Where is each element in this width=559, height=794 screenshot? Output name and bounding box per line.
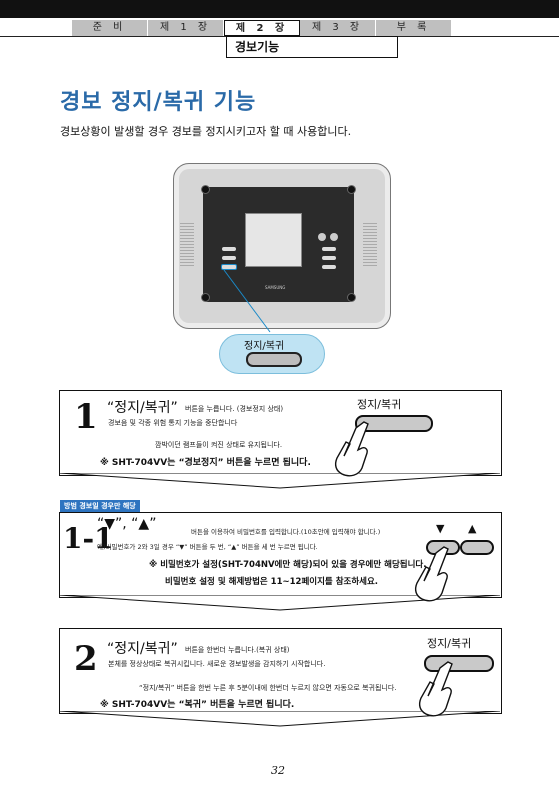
device-round-button [330, 233, 338, 241]
step-2-line1: 버튼을 한번더 누릅니다.(복귀 상태) [185, 646, 290, 654]
step-1-button-label: 정지/복귀 [357, 398, 402, 411]
step-1-note: ※ SHT-704VV는 “경보정지” 버튼을 누르면 됩니다. [100, 458, 311, 468]
down-arrow-label: ▼ [436, 522, 445, 535]
screw-icon [201, 185, 210, 194]
step-1-line2: 경보음 및 각종 위험 통지 기능을 중단합니다 [108, 419, 238, 427]
step-1-box [59, 390, 502, 476]
tab-chapter-2[interactable]: 제 2 장 [224, 20, 300, 36]
up-arrow-label: ▲ [468, 522, 477, 535]
callout-label: 정지/복귀 [244, 341, 285, 352]
step-1-1-line1: 버튼을 이용하여 비밀번호를 입력합니다.(10초안에 입력해야 합니다.) [191, 528, 381, 536]
step-2-arrow [59, 711, 501, 727]
stop-resume-button[interactable] [355, 415, 433, 432]
hand-pointer-icon [414, 546, 449, 602]
step-2-line2: 본체를 정상상태로 복귀시킵니다. 새로운 경보발생을 감지하기 시작합니다. [108, 660, 326, 668]
step-1-quote: “정지/복귀” [107, 400, 178, 416]
step-1-arrow [59, 473, 501, 489]
top-bar [0, 0, 559, 18]
device-button [322, 256, 336, 260]
step-1-1-arrow [59, 595, 501, 611]
page-description: 경보상황이 발생할 경우 경보를 정지시키고자 할 때 사용합니다. [60, 125, 352, 138]
step-2-button-label: 정지/복귀 [427, 637, 472, 650]
device-button [322, 265, 336, 269]
step-1-1-quote: “▼”, “▲” [97, 516, 157, 532]
step-1-1-number: 1-1 [63, 522, 114, 555]
tab-chapter-3[interactable]: 제 3 장 [300, 20, 376, 36]
step-1-1-note2: 비밀번호 설정 및 해제방법은 11~12페이지를 참조하세요. [165, 577, 379, 587]
burglary-only-badge: 방범 경보일 경우만 해당 [60, 500, 140, 512]
step-1-number: 1 [74, 397, 98, 437]
up-button[interactable] [460, 540, 494, 555]
device-screen [245, 213, 302, 267]
step-1-line1: 버튼을 누릅니다. (경보정지 상태) [185, 405, 284, 413]
left-speaker-grille [180, 222, 194, 266]
step-2-line3: “정지/복귀” 버튼을 한번 누른 후 5분이내에 한번더 누르지 않으면 자동… [139, 684, 397, 692]
chapter-tabs: 준 비 제 1 장 제 2 장 제 3 장 부 록 [72, 20, 452, 36]
step-2-number: 2 [74, 639, 98, 679]
page-title: 경보 정지/복귀 기능 [60, 90, 257, 115]
step-1-1-note1: ※ 비밀번호가 설정(SHT-704NV에만 해당)되어 있을 경우에만 해당됩… [149, 560, 427, 570]
callout-leader-line [223, 269, 271, 333]
device-button [222, 256, 236, 260]
step-1-line3: 깜박이던 램프들이 켜진 상태로 유지됩니다. [155, 441, 283, 449]
device-brand: SAMSUNG [265, 285, 286, 290]
tab-chapter-1[interactable]: 제 1 장 [148, 20, 224, 36]
device-button [322, 247, 336, 251]
step-2-note: ※ SHT-704VV는 “복귀” 버튼을 누르면 됩니다. [100, 700, 295, 710]
right-speaker-grille [363, 222, 377, 266]
page-number: 32 [271, 764, 285, 777]
device-stop-resume-button [221, 264, 237, 270]
step-2-quote: “정지/복귀” [107, 641, 178, 657]
hand-pointer-icon [334, 421, 369, 477]
section-subtab: 경보기능 [226, 36, 398, 58]
screw-icon [347, 293, 356, 302]
step-1-1-line2: 예)비밀번호가 2와 3일 경우 “▼” 버튼을 두 번, “▲” 버튼을 세 … [97, 543, 318, 551]
screw-icon [347, 185, 356, 194]
callout-button-icon [246, 352, 302, 367]
device-button [222, 247, 236, 251]
tab-appendix[interactable]: 부 록 [376, 20, 452, 36]
screw-icon [201, 293, 210, 302]
device-round-button [318, 233, 326, 241]
hand-pointer-icon [418, 661, 453, 717]
tab-prep[interactable]: 준 비 [72, 20, 148, 36]
